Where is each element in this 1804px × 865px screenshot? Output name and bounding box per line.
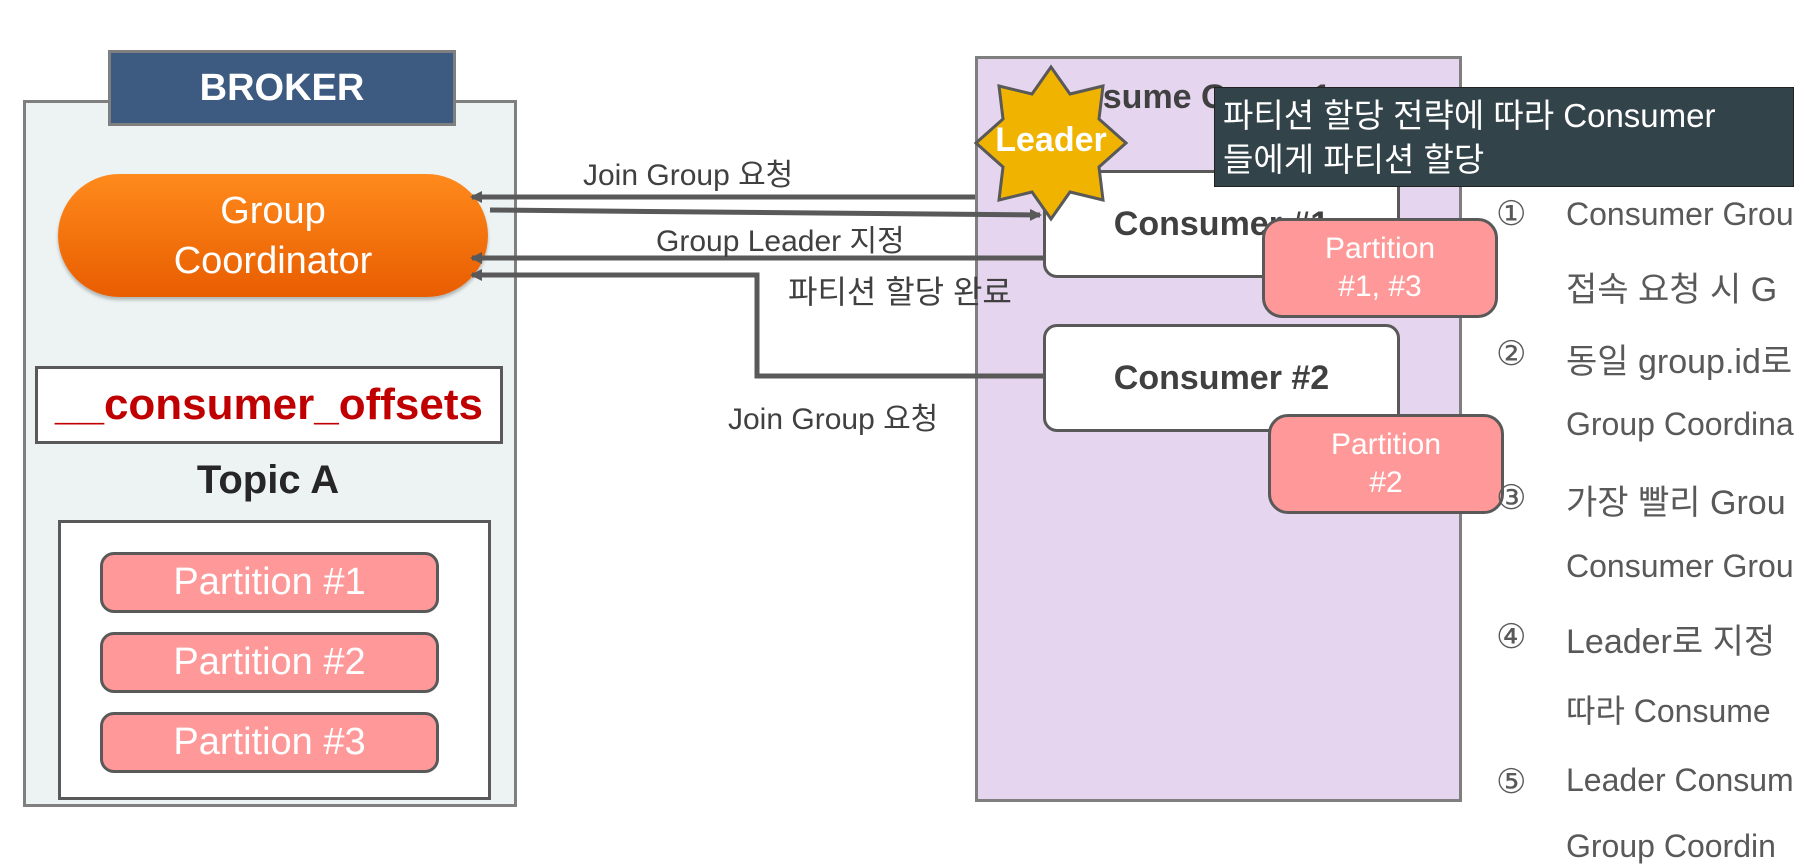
group-coordinator-line1: Group — [220, 190, 326, 232]
leader-badge: Leader — [973, 63, 1129, 223]
label-assignment-complete: 파티션 할당 완료 — [788, 274, 1012, 310]
step-3-line-2: Consumer Grou — [1566, 548, 1794, 584]
topic-a-box: Partition #1 Partition #2 Partition #3 — [58, 520, 491, 800]
step-number-3: ③ — [1496, 479, 1527, 517]
broker-partition-2: Partition #2 — [100, 632, 439, 693]
consumer-1-partitions-line2: #1, #3 — [1338, 270, 1422, 303]
step-5-line-1: Leader Consum — [1566, 762, 1794, 798]
leader-star-icon — [973, 64, 1129, 222]
step-number-2: ② — [1496, 335, 1527, 373]
step-number-4: ④ — [1496, 618, 1527, 656]
arrow-join-request-2 — [470, 269, 1043, 379]
broker-label: BROKER — [108, 50, 456, 126]
tooltip-line1: 파티션 할당 전략에 따라 Consumer — [1223, 97, 1716, 134]
step-3-line-1: 가장 빨리 Grou — [1566, 484, 1786, 522]
leader-badge-label: Leader — [995, 121, 1107, 159]
assignment-tooltip: 파티션 할당 전략에 따라 Consumer 들에게 파티션 할당 — [1214, 87, 1794, 187]
consumer-2-partitions-line1: Partition — [1330, 428, 1442, 461]
group-coordinator: Group Coordinator — [58, 174, 488, 297]
step-4-line-1: Leader로 지정 — [1566, 623, 1776, 661]
label-group-leader-assign: Group Leader 지정 — [656, 225, 905, 258]
step-4-line-2: 따라 Consume — [1566, 693, 1771, 729]
step-number-1: ① — [1496, 195, 1527, 233]
step-number-5: ⑤ — [1496, 763, 1527, 801]
group-coordinator-line2: Coordinator — [173, 240, 373, 282]
step-2-line-1: 동일 group.id로 — [1566, 343, 1793, 381]
topic-title: Topic A — [196, 458, 340, 502]
step-1-line-2: 접속 요청 시 G — [1566, 271, 1778, 309]
consumer-2-partitions: Partition #2 — [1268, 414, 1504, 514]
broker-partition-3: Partition #3 — [100, 712, 439, 773]
step-5-line-2: Group Coordin — [1566, 828, 1776, 864]
step-1-line-1: Consumer Grou — [1566, 196, 1794, 232]
tooltip-line2: 들에게 파티션 할당 — [1223, 141, 1485, 178]
consumer-offsets-topic: __consumer_offsets — [35, 366, 503, 444]
consumer-1-partitions-line1: Partition — [1324, 232, 1436, 265]
broker-partition-1: Partition #1 — [100, 552, 439, 613]
consumer-1-partitions: Partition #1, #3 — [1262, 218, 1498, 318]
step-2-line-2: Group Coordina — [1566, 406, 1794, 442]
label-join-group-2: Join Group 요청 — [728, 403, 939, 436]
arrow-group-leader-assign — [489, 207, 1042, 221]
label-join-group-1: Join Group 요청 — [583, 159, 794, 192]
consumer-2-partitions-line2: #2 — [1369, 466, 1403, 499]
